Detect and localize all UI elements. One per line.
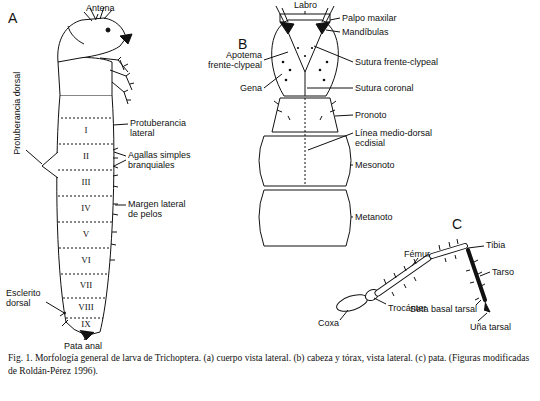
panel-letter: A: [8, 10, 17, 26]
segment-number: II: [71, 151, 101, 161]
part-label: Margen lateral de pelos: [128, 199, 192, 220]
part-label: Esclerito dorsal: [6, 288, 50, 309]
segment-number: IX: [71, 319, 101, 329]
segment-number: VIII: [71, 302, 101, 312]
panel-letter: B: [238, 36, 247, 52]
panel-letter: C: [452, 216, 462, 232]
part-label: Fémur: [404, 249, 430, 259]
part-label: Seta basal tarsal: [410, 304, 477, 314]
segment-number: I: [71, 125, 101, 135]
segment-number: III: [71, 177, 101, 187]
part-label: Protuberancia lateral: [130, 118, 192, 139]
segment-number: VI: [71, 255, 101, 265]
part-label: Línea medio-dorsal ecdisial: [355, 128, 441, 149]
part-label: Gena: [230, 83, 262, 93]
part-label: Mandíbulas: [342, 27, 389, 37]
part-label: Mesonoto: [355, 160, 395, 170]
segment-number: IV: [71, 203, 101, 213]
part-label: Palpo maxilar: [342, 13, 397, 23]
figure-caption: Fig. 1. Morfología general de larva de T…: [8, 352, 532, 379]
part-label: Tarso: [492, 267, 514, 277]
part-label: Antena: [86, 3, 115, 13]
part-label: Tibia: [486, 240, 505, 250]
part-label: Apotema frente-clypeal: [198, 50, 262, 71]
segment-number: VII: [71, 280, 101, 290]
part-label: Uña tarsal: [470, 322, 511, 332]
part-label: Metanoto: [355, 212, 393, 222]
part-label: Sutura coronal: [355, 83, 414, 93]
part-label: Protuberancia dorsal: [12, 72, 22, 155]
part-label: Coxa: [318, 318, 339, 328]
segment-number: V: [71, 229, 101, 239]
part-label: Agallas simples branquiales: [128, 150, 200, 171]
part-label: Pata anal: [64, 341, 102, 351]
part-label: Sutura frente-clypeal: [355, 57, 438, 67]
part-label: Labro: [294, 0, 317, 10]
part-label: Pronoto: [355, 110, 387, 120]
